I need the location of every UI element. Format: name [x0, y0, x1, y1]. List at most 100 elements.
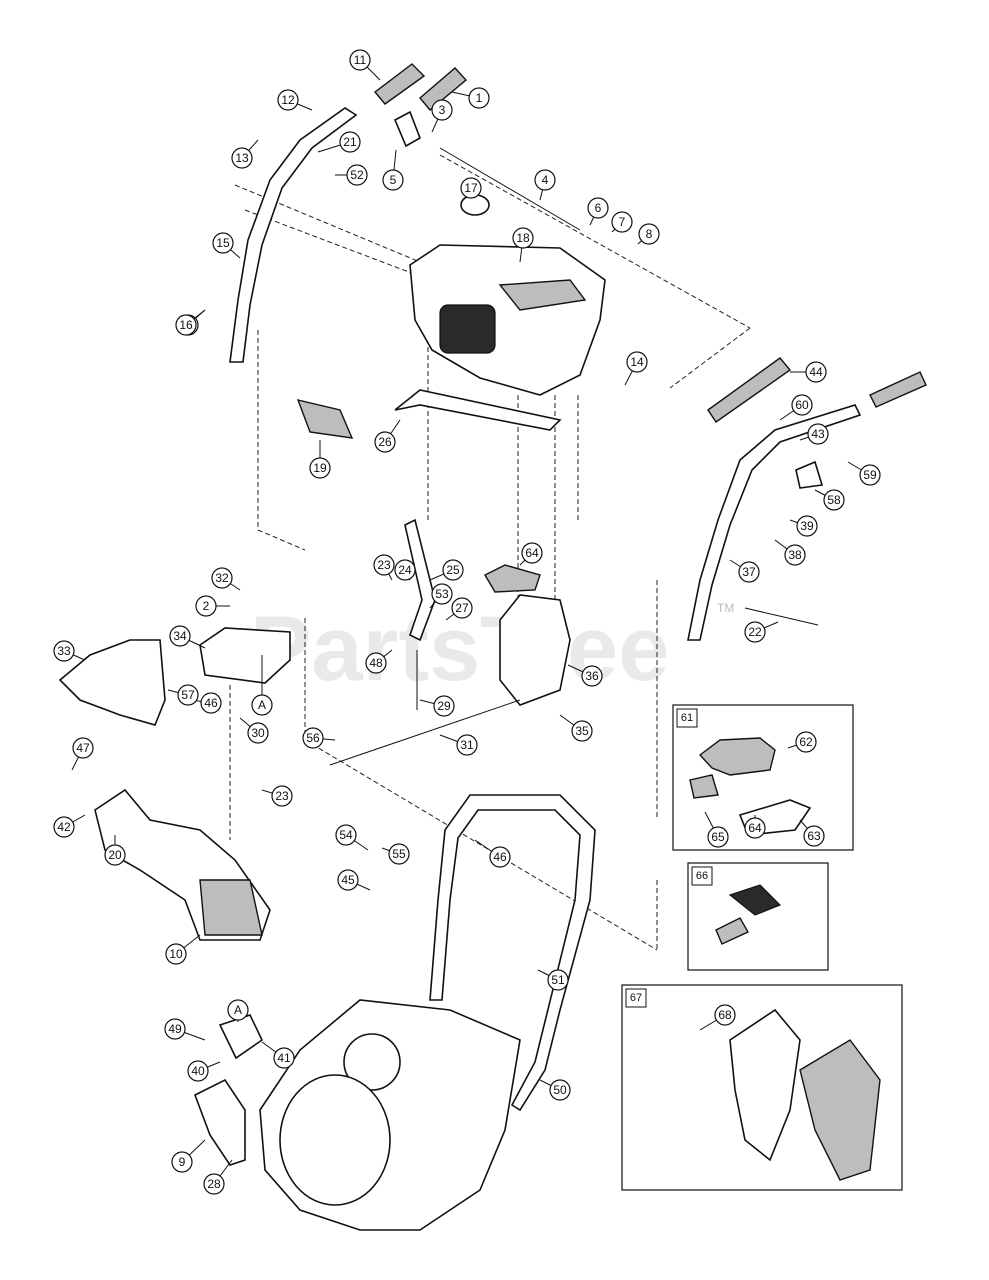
callout-number: 46 — [204, 696, 218, 710]
callout-number: 65 — [711, 830, 725, 844]
callout-37: 37 — [729, 559, 760, 583]
callout-60: 60 — [779, 394, 813, 421]
callout-circle — [195, 595, 217, 617]
callout-25: 25 — [429, 559, 464, 581]
callout-58: 58 — [814, 489, 845, 511]
callout-number: 18 — [516, 231, 530, 245]
chute-control — [499, 594, 571, 706]
chute-tilt-housing — [199, 627, 291, 684]
callout-59: 59 — [847, 461, 881, 486]
callout-circle — [203, 1173, 225, 1195]
kit-66-part-b — [715, 917, 749, 945]
callout-circle — [346, 164, 368, 186]
callout-circle — [431, 99, 453, 121]
callout-circle — [169, 625, 191, 647]
callout-number: 15 — [216, 236, 230, 250]
callout-circle — [803, 825, 825, 847]
callout-circle — [271, 785, 293, 807]
dash-panel — [409, 244, 606, 396]
callout-circle — [859, 464, 881, 486]
callout-circle — [442, 559, 464, 581]
callout-number: 9 — [179, 1155, 186, 1169]
callout-circle — [200, 692, 222, 714]
cable-4 — [439, 147, 581, 231]
callout-number: 53 — [435, 587, 449, 601]
callout-circle — [177, 684, 199, 706]
callout-circle — [795, 731, 817, 753]
callout-number: 37 — [742, 565, 756, 579]
kit-66-part-a — [728, 884, 782, 916]
callout-circle — [365, 652, 387, 674]
callout-48: 48 — [365, 649, 393, 674]
handle-grip-44 — [707, 357, 792, 423]
callout-number: 11 — [354, 53, 367, 67]
callout-57: 57 — [167, 684, 199, 706]
callout-number: 13 — [235, 151, 249, 165]
callout-68: 68 — [699, 1004, 736, 1031]
callout-circle — [373, 554, 395, 576]
callout-number: 64 — [525, 546, 539, 560]
dash-panel-top — [498, 279, 587, 311]
callout-number: 41 — [277, 1051, 291, 1065]
callout-number: 59 — [863, 468, 877, 482]
callout-number: 30 — [251, 726, 265, 740]
callout-circle — [175, 314, 197, 336]
svg-text:A: A — [258, 698, 266, 712]
callout-39: 39 — [789, 515, 818, 537]
callout-number: 24 — [398, 563, 412, 577]
callout-31: 31 — [439, 734, 478, 756]
callout-number: 21 — [343, 135, 357, 149]
callout-circle — [626, 351, 648, 373]
support-bracket — [394, 389, 562, 431]
callout-35: 35 — [559, 714, 593, 742]
callout-circle — [212, 232, 234, 254]
chute-bracket-28 — [193, 1078, 246, 1166]
reference-marker-A-lower: A — [227, 999, 249, 1022]
callout-4: 4 — [534, 169, 556, 201]
crank-handle-64 — [484, 564, 541, 593]
kit-67-bracket — [729, 1008, 801, 1162]
callout-number: 32 — [215, 571, 229, 585]
light-lens — [296, 399, 354, 439]
callout-24: 24 — [394, 559, 416, 581]
callout-65: 65 — [704, 811, 729, 848]
callout-40: 40 — [187, 1060, 221, 1082]
chute-deflector — [58, 639, 166, 726]
callout-45: 45 — [337, 869, 371, 891]
callout-circle — [521, 542, 543, 564]
callout-circle — [796, 515, 818, 537]
discharge-chute-neck — [199, 879, 263, 936]
callout-12: 12 — [277, 89, 313, 111]
callout-circle — [456, 734, 478, 756]
dash-panel-window — [439, 304, 496, 354]
callout-22: 22 — [744, 621, 779, 643]
chute-base — [218, 1014, 264, 1060]
lower-handle — [429, 794, 596, 1112]
svg-text:A: A — [234, 1003, 242, 1017]
callout-23: 23 — [261, 785, 293, 807]
callout-38: 38 — [774, 539, 806, 566]
callout-number: 38 — [788, 548, 802, 562]
callout-number: 23 — [377, 558, 391, 572]
callout-21: 21 — [317, 131, 361, 153]
housing-drum — [279, 1074, 391, 1206]
callout-number: 62 — [799, 735, 813, 749]
callout-number: 64 — [748, 821, 762, 835]
callout-number: 40 — [191, 1064, 205, 1078]
callout-circle — [744, 817, 766, 839]
callout-number: 29 — [437, 699, 451, 713]
callout-circle — [337, 869, 359, 891]
callout-43: 43 — [799, 423, 829, 445]
callout-number: 33 — [57, 644, 71, 658]
rod-22 — [744, 607, 819, 626]
callout-number: 47 — [76, 741, 90, 755]
callout-number: 10 — [169, 947, 183, 961]
callout-circle — [451, 597, 473, 619]
callout-circle — [807, 423, 829, 445]
callout-6: 6 — [587, 197, 609, 226]
kit-label-61: 61 — [676, 708, 698, 728]
callout-14: 14 — [624, 351, 648, 386]
callout-circle — [571, 720, 593, 742]
callout-number: 50 — [553, 1083, 567, 1097]
